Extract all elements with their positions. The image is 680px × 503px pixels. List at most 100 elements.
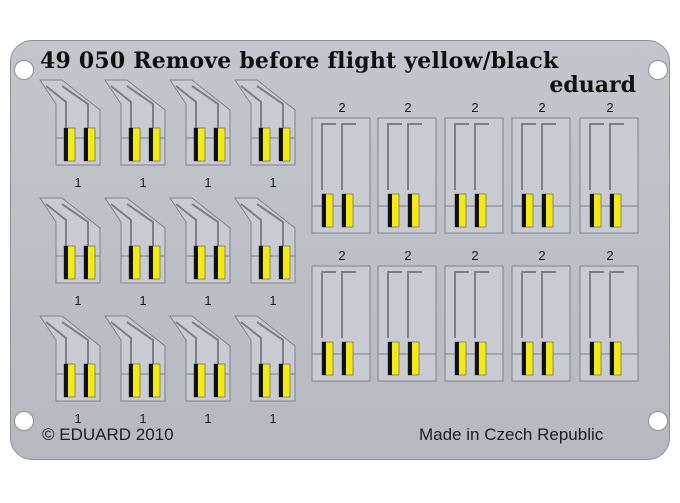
straight-part-8-tag-left-black: [455, 342, 459, 375]
straight-part-3-tag-right-black: [475, 194, 479, 227]
angled-part-3-tag-left-black: [194, 128, 198, 161]
angled-part-3-label: 1: [204, 175, 211, 190]
angled-part-12-strap-b: [256, 321, 284, 364]
brand-name: eduard: [549, 72, 636, 98]
angled-part-10-label: 1: [139, 411, 146, 426]
straight-part-1-tag-right-black: [342, 194, 346, 227]
angled-part-4-strap-b: [256, 85, 284, 128]
straight-part-8-tag-right-black: [475, 342, 479, 375]
straight-part-3-strap-b: [474, 123, 489, 190]
angled-part-4-tag-right-black: [279, 128, 283, 161]
angled-part-9-label: 1: [74, 411, 81, 426]
angled-part-11-strap-a: [175, 321, 197, 364]
angled-part-1-tag-right-black: [84, 128, 88, 161]
angled-part-3-strap-b: [191, 85, 219, 128]
mounting-hole-bottom-right: [648, 411, 668, 431]
straight-part-10-tag-left-black: [590, 342, 594, 375]
straight-part-7-strap-b: [407, 271, 422, 338]
straight-part-2-tag-left-black: [388, 194, 392, 227]
angled-part-1-label: 1: [74, 175, 81, 190]
photo-etch-fret: [10, 40, 670, 460]
mounting-hole-top-left: [14, 60, 34, 80]
angled-part-8-label: 1: [269, 293, 276, 308]
angled-part-4-strap-a: [240, 85, 262, 128]
angled-part-6-strap-a: [110, 203, 132, 246]
mounting-hole-top-right: [648, 60, 668, 80]
angled-part-12-strap-a: [240, 321, 262, 364]
straight-part-4-label: 2: [538, 100, 545, 115]
angled-part-1-strap-b: [61, 85, 89, 128]
straight-part-9-tag-left-black: [522, 342, 526, 375]
straight-part-6-strap-b: [341, 271, 356, 338]
angled-part-3-tag-right-black: [214, 128, 218, 161]
angled-part-2-tag-right-black: [149, 128, 153, 161]
country-of-origin-text: Made in Czech Republic: [419, 425, 604, 444]
straight-part-6-label: 2: [338, 248, 345, 263]
straight-part-3-tag-left-black: [455, 194, 459, 227]
straight-part-3-strap-a: [454, 123, 469, 190]
angled-part-5-strap-b: [61, 203, 89, 246]
straight-part-4-strap-b: [541, 123, 556, 190]
angled-part-8-tag-right-black: [279, 246, 283, 279]
angled-part-7-tag-right-black: [214, 246, 218, 279]
straight-part-6-tag-left-black: [322, 342, 326, 375]
angled-part-1-strap-a: [45, 85, 67, 128]
angled-part-6-strap-b: [126, 203, 154, 246]
angled-part-10-strap-a: [110, 321, 132, 364]
fret-title: 49 050 Remove before flight yellow/black: [40, 48, 559, 74]
angled-part-7-strap-a: [175, 203, 197, 246]
straight-part-8-strap-b: [474, 271, 489, 338]
angled-part-9-tag-right-black: [84, 364, 88, 397]
straight-part-10-tag-right-black: [610, 342, 614, 375]
angled-part-5-tag-right-black: [84, 246, 88, 279]
straight-part-9-label: 2: [538, 248, 545, 263]
angled-part-6-tag-left-black: [129, 246, 133, 279]
straight-part-5-strap-b: [609, 123, 624, 190]
straight-part-5-strap-a: [589, 123, 604, 190]
straight-part-1-strap-a: [321, 123, 336, 190]
angled-part-7-strap-b: [191, 203, 219, 246]
angled-part-9-tag-left-black: [64, 364, 68, 397]
angled-part-11-strap-b: [191, 321, 219, 364]
straight-part-7-strap-a: [387, 271, 402, 338]
straight-part-5-label: 2: [606, 100, 613, 115]
angled-part-9-strap-a: [45, 321, 67, 364]
straight-part-7-label: 2: [404, 248, 411, 263]
angled-part-2-strap-b: [126, 85, 154, 128]
straight-part-10-label: 2: [606, 248, 613, 263]
angled-part-10-strap-b: [126, 321, 154, 364]
angled-part-2-label: 1: [139, 175, 146, 190]
angled-part-12-tag-right-black: [279, 364, 283, 397]
angled-part-7-tag-left-black: [194, 246, 198, 279]
straight-part-8-strap-a: [454, 271, 469, 338]
angled-part-4-tag-left-black: [259, 128, 263, 161]
angled-part-5-strap-a: [45, 203, 67, 246]
straight-part-9-strap-a: [521, 271, 536, 338]
straight-part-4-strap-a: [521, 123, 536, 190]
straight-part-1-tag-left-black: [322, 194, 326, 227]
straight-part-1-strap-b: [341, 123, 356, 190]
angled-part-12-label: 1: [269, 411, 276, 426]
angled-part-10-tag-right-black: [149, 364, 153, 397]
angled-part-2-tag-left-black: [129, 128, 133, 161]
angled-part-1-tag-left-black: [64, 128, 68, 161]
straight-part-2-tag-right-black: [408, 194, 412, 227]
angled-part-11-label: 1: [204, 411, 211, 426]
angled-part-9-strap-b: [61, 321, 89, 364]
straight-part-4-tag-left-black: [522, 194, 526, 227]
angled-part-6-label: 1: [139, 293, 146, 308]
straight-part-5-tag-left-black: [590, 194, 594, 227]
straight-part-9-strap-b: [541, 271, 556, 338]
straight-part-9-tag-right-black: [542, 342, 546, 375]
angled-part-11-tag-right-black: [214, 364, 218, 397]
angled-part-10-tag-left-black: [129, 364, 133, 397]
straight-part-8-label: 2: [471, 248, 478, 263]
straight-part-1-label: 2: [338, 100, 345, 115]
straight-part-7-tag-left-black: [388, 342, 392, 375]
angled-part-8-strap-a: [240, 203, 262, 246]
straight-part-6-strap-a: [321, 271, 336, 338]
straight-part-6-tag-right-black: [342, 342, 346, 375]
angled-part-5-tag-left-black: [64, 246, 68, 279]
angled-part-6-tag-right-black: [149, 246, 153, 279]
